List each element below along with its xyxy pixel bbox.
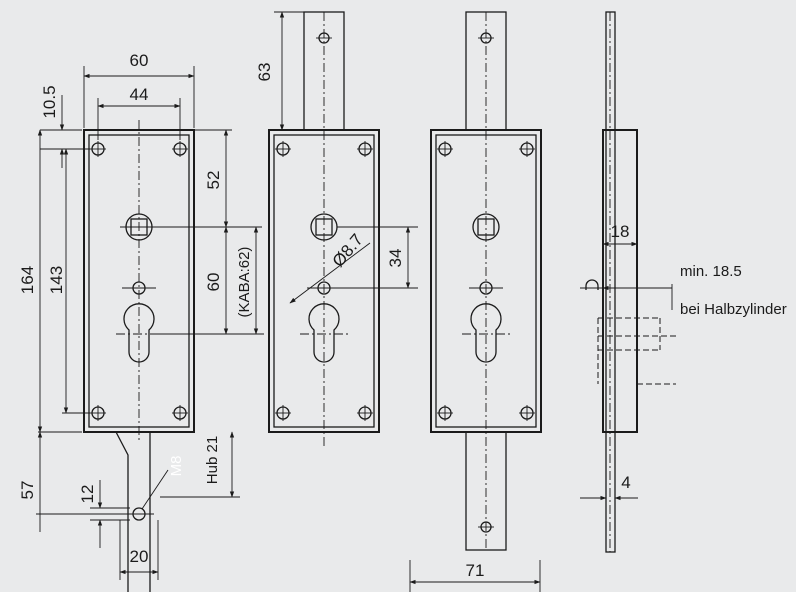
dim-stroke-hub-21: Hub 21 [204, 436, 221, 484]
dim-height-164: 164 [18, 266, 37, 294]
front-view-bar-up: 63 Ø8.7 34 [255, 11, 418, 448]
side-view: 18 min. 18.5 bei Halbzylinder 4 [580, 11, 787, 553]
front-view-bars-both: 71 [409, 11, 542, 592]
dim-width-60: 60 [130, 51, 149, 70]
dim-min-18-5: min. 18.5 [680, 263, 742, 280]
dim-hole-8-7: Ø8.7 [329, 230, 367, 270]
dim-kaba-62: (KABA:62) [236, 247, 253, 318]
dim-depth-18: 18 [611, 222, 630, 241]
dim-bolt-57: 57 [18, 481, 37, 500]
dim-bar-71: 71 [466, 561, 485, 580]
dim-spacing-52: 52 [204, 171, 223, 190]
dim-12: 12 [78, 485, 97, 504]
dim-spacing-60: 60 [204, 273, 223, 292]
dim-4: 4 [621, 473, 630, 492]
label-m8: M8 [168, 456, 185, 477]
dim-offset-10-5: 10.5 [40, 85, 59, 118]
mounting-holes [90, 141, 188, 421]
dim-20: 20 [130, 547, 149, 566]
dim-height-143: 143 [47, 266, 66, 294]
dim-hole-spacing-44: 44 [130, 85, 149, 104]
profile-cylinder-cutout [123, 303, 155, 363]
front-view-dimensioned: 60 44 10.5 164 143 52 60 (KABA:62) [18, 51, 264, 592]
note-halbzylinder: bei Halbzylinder [680, 301, 787, 318]
dim-34: 34 [386, 249, 405, 268]
dim-bar-63: 63 [255, 63, 274, 82]
